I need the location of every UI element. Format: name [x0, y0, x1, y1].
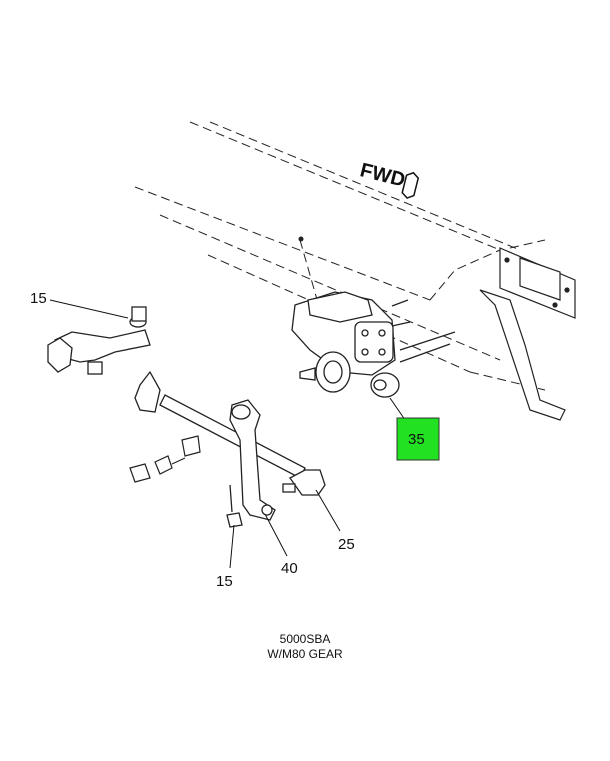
- callout-35: 35: [408, 431, 425, 448]
- drag-link: [47, 306, 151, 375]
- caption-model: 5000SBA: [279, 632, 331, 646]
- highlight-box[interactable]: [396, 417, 440, 461]
- callout-40: 40: [281, 560, 298, 577]
- forward-indicator: FWD: [358, 159, 420, 199]
- steering-gear: [291, 291, 456, 398]
- tie-rod: [134, 370, 326, 528]
- fastener-hardware: [129, 435, 201, 483]
- caption-gear: W/M80 GEAR: [267, 647, 343, 661]
- callout-15-top: 15: [30, 290, 47, 307]
- fwd-label: FWD: [358, 159, 408, 191]
- callout-15-bottom: 15: [216, 573, 233, 590]
- callout-25: 25: [338, 536, 355, 553]
- frame-bracket: [479, 247, 576, 421]
- diagram-caption: 5000SBA W/M80 GEAR: [0, 632, 610, 662]
